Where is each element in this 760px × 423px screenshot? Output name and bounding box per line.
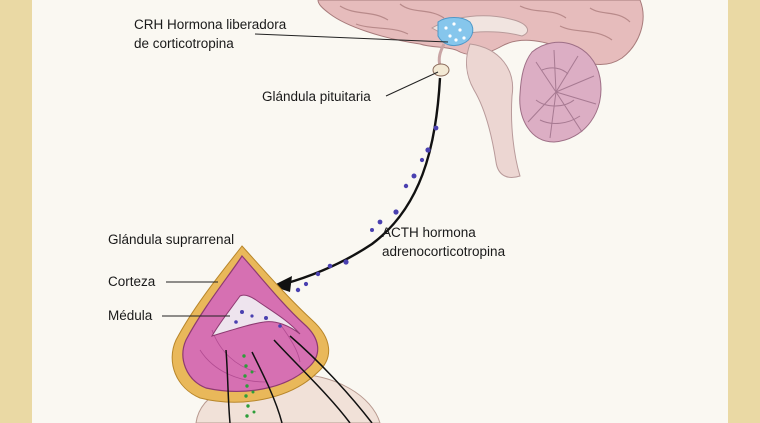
cortex-texture	[199, 323, 301, 383]
crh-label-line2: de corticotropina	[134, 36, 234, 51]
hypothalamus-neurons	[444, 22, 466, 42]
cortex-label: Corteza	[108, 274, 156, 289]
acth-label-line1: ACTH hormona	[382, 225, 476, 240]
pituitary-label: Glándula pituitaria	[262, 89, 371, 104]
diagram-panel	[32, 0, 728, 423]
pituitary-gland	[432, 63, 450, 77]
acth-hormone-dots	[295, 125, 439, 293]
acth-arrow-head	[272, 276, 292, 292]
right-frame	[728, 0, 760, 423]
acth-pathway-curve	[283, 77, 442, 286]
left-frame	[0, 0, 32, 423]
crh-label-line1: CRH Hormona liberadora	[134, 17, 287, 32]
medulla-label: Médula	[108, 308, 153, 323]
brain	[317, 0, 644, 178]
adrenal-medulla	[210, 294, 301, 337]
cerebellum-folia	[527, 49, 597, 139]
crh-pointer-line	[254, 33, 449, 43]
secretion-dots	[242, 354, 256, 418]
medulla-dots	[234, 310, 282, 328]
brainstem	[466, 43, 521, 178]
cerebral-gyri	[339, 3, 631, 41]
adrenal-nerve-lines	[225, 335, 373, 423]
acth-label-line2: adrenocorticotropina	[382, 244, 506, 259]
pituitary-pointer-line	[385, 71, 439, 97]
adrenal-label: Glándula suprarrenal	[108, 232, 235, 247]
